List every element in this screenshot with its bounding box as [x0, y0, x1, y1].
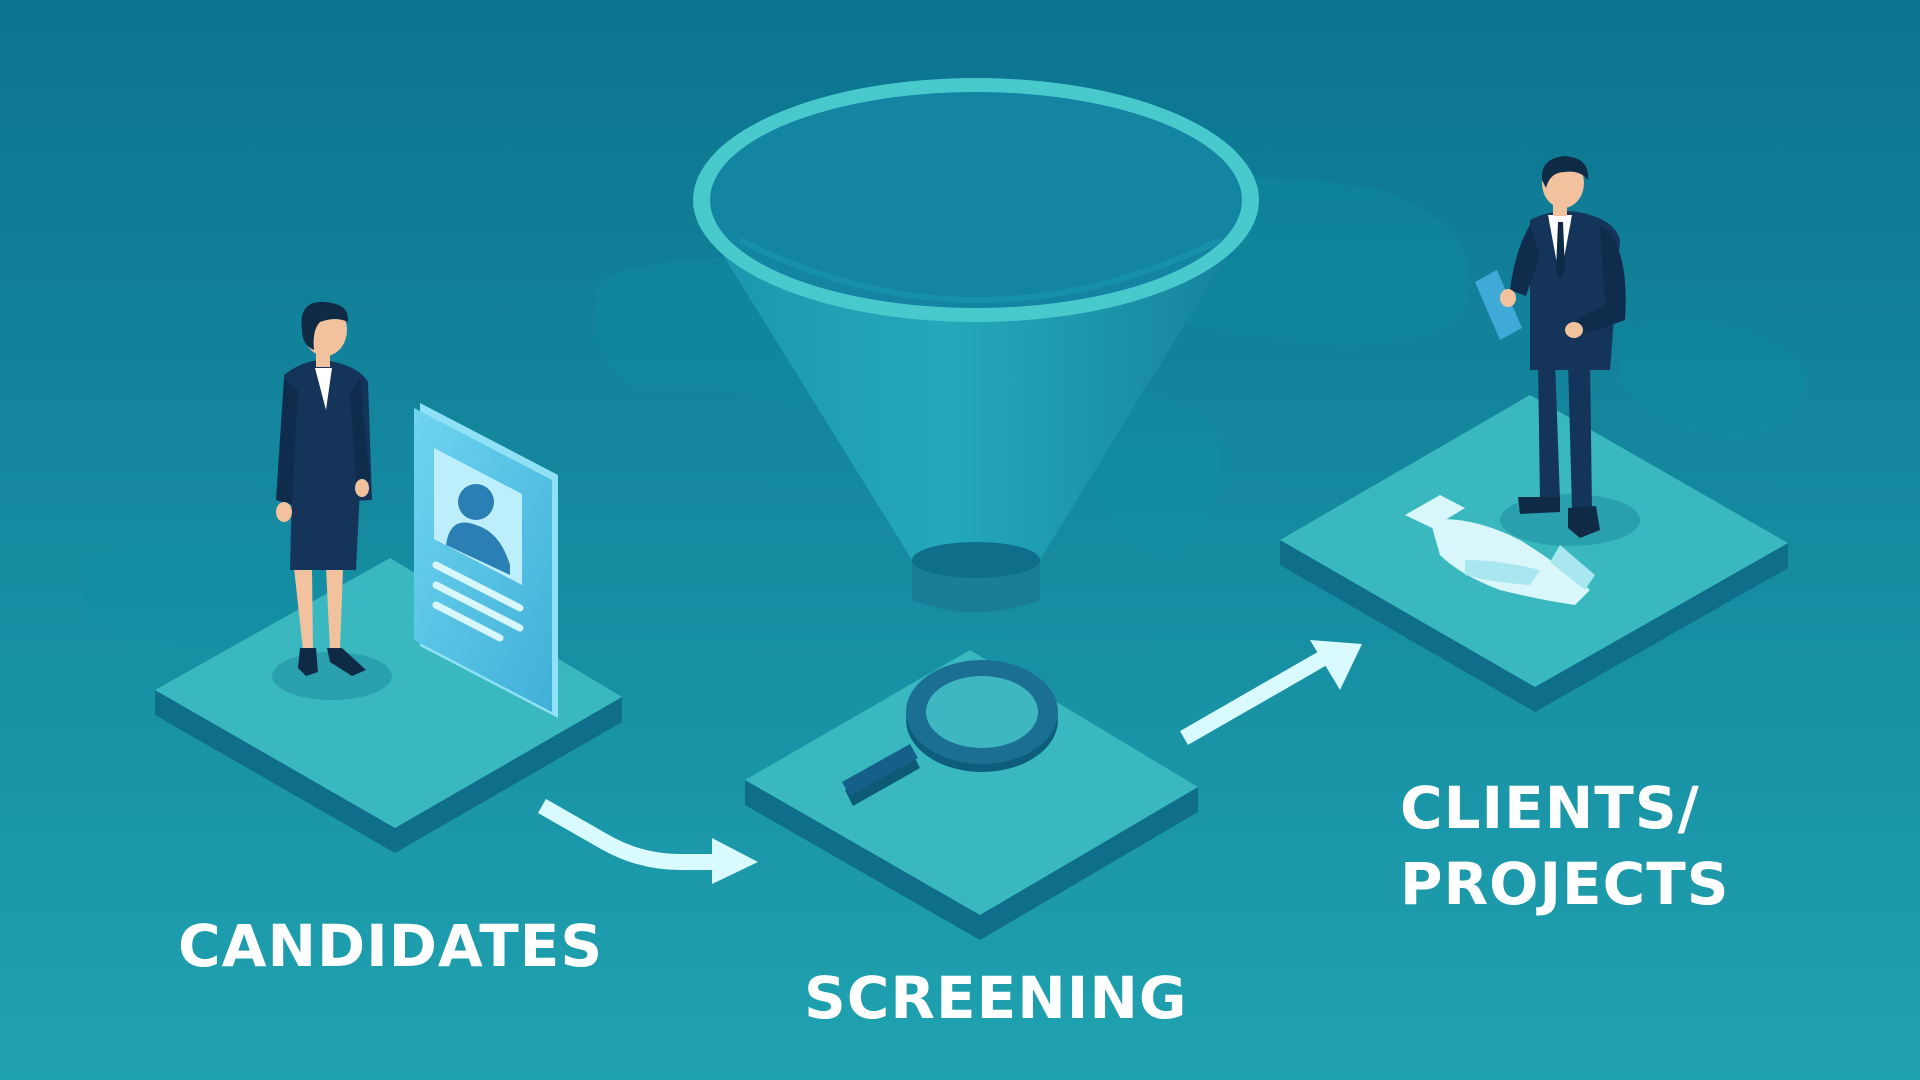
funnel-icon [692, 78, 1259, 613]
arrow-screening-to-clients [1180, 640, 1362, 745]
clients-projects-label: CLIENTS/ PROJECTS [1400, 770, 1730, 922]
handshake-icon [1405, 495, 1595, 605]
client-man-figure [1475, 156, 1626, 538]
candidates-label: CANDIDATES [178, 912, 604, 980]
resume-card-icon [414, 403, 558, 718]
magnifying-glass-icon [842, 660, 1058, 806]
screening-label: SCREENING [804, 964, 1188, 1032]
arrow-candidates-to-screening [538, 799, 758, 884]
clients-label-line1: CLIENTS/ [1400, 774, 1700, 842]
clients-label-line2: PROJECTS [1400, 850, 1730, 918]
screening-platform [745, 650, 1198, 940]
candidate-woman-figure [276, 301, 372, 676]
